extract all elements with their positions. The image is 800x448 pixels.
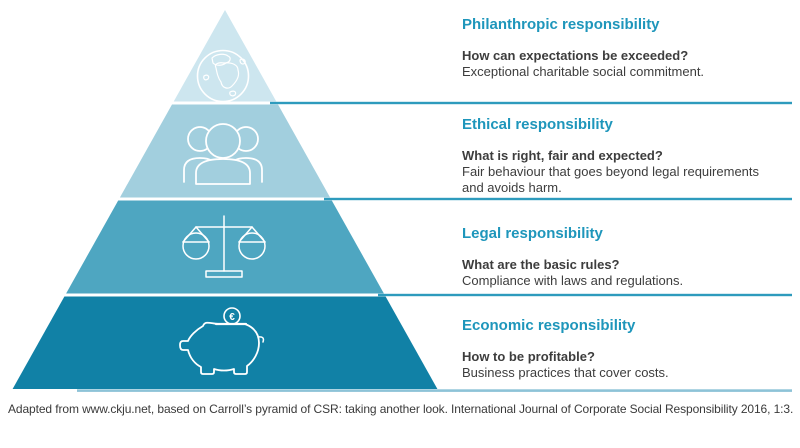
- pyramid-level-philanthropic: [173, 10, 277, 102]
- source-caption: Adapted from www.ckju.net, based on Carr…: [8, 402, 794, 416]
- divider-line-4: [77, 389, 792, 392]
- piggy-bank-icon: €: [179, 307, 265, 375]
- people-icon: [183, 123, 263, 185]
- section-economic: Economic responsibility How to be profit…: [462, 316, 780, 381]
- section-ethical: Ethical responsibility What is right, fa…: [462, 115, 780, 196]
- divider-line-1: [270, 101, 792, 105]
- coin-currency-symbol: €: [229, 312, 235, 323]
- pyramid-graphic: €: [12, 10, 792, 392]
- section-title: Philanthropic responsibility: [462, 16, 660, 33]
- scales-icon: [182, 215, 266, 278]
- section-question: What is right, fair and expected?: [462, 148, 663, 163]
- section-title: Ethical responsibility: [462, 116, 613, 133]
- section-description: Business practices that cover costs.: [462, 365, 669, 380]
- section-philanthropic: Philanthropic responsibility How can exp…: [462, 15, 780, 80]
- section-question: What are the basic rules?: [462, 257, 620, 272]
- section-question: How can expectations be exceeded?: [462, 48, 689, 63]
- section-question: How to be profitable?: [462, 349, 595, 364]
- globe-icon: [196, 49, 250, 103]
- section-description: Exceptional charitable social commitment…: [462, 64, 705, 79]
- divider-line-3: [378, 293, 792, 297]
- divider-line-2: [324, 197, 792, 201]
- section-description: Fair behaviour that goes beyond legal re…: [462, 164, 760, 195]
- level-descriptions: Philanthropic responsibility How can exp…: [462, 15, 780, 381]
- section-description: Compliance with laws and regulations.: [462, 273, 684, 288]
- section-title: Legal responsibility: [462, 225, 603, 242]
- pyramid-level-legal: [66, 200, 384, 294]
- section-legal: Legal responsibility What are the basic …: [462, 224, 780, 289]
- section-title: Economic responsibility: [462, 317, 636, 334]
